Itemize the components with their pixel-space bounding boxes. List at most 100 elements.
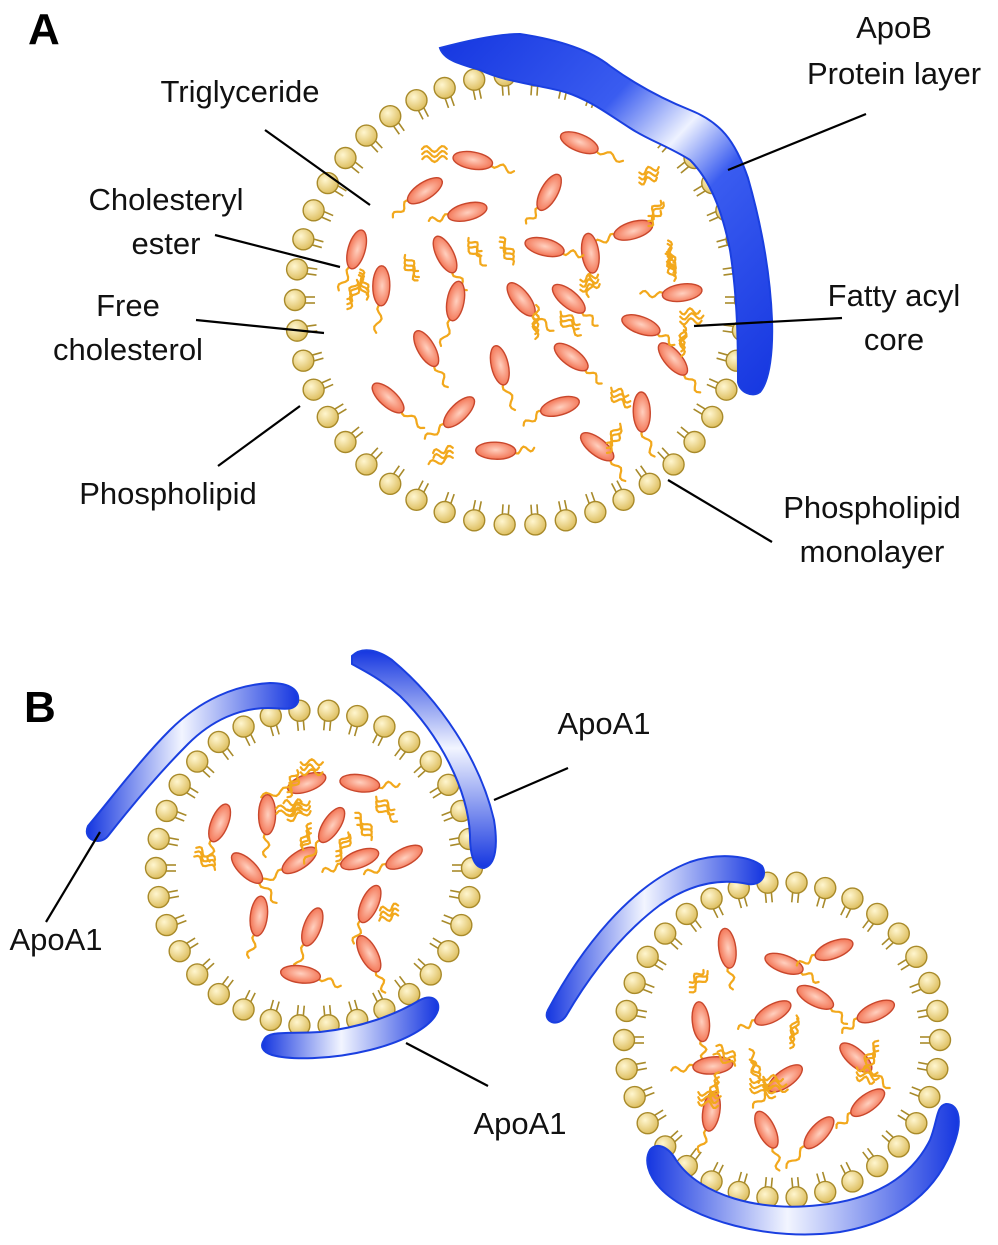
phospholipid <box>207 975 234 1006</box>
phospholipid <box>463 499 486 532</box>
fatty-acid-tail <box>855 1075 876 1085</box>
lipid-molecule <box>522 395 580 427</box>
phospholipid <box>413 750 442 778</box>
fatty-acid-tail <box>286 800 311 813</box>
fatty-acid-tail <box>421 154 448 164</box>
label-phospholipid: Phospholipid <box>79 476 257 511</box>
fatty-acid-tail <box>346 286 361 311</box>
lipid-molecule <box>717 927 737 991</box>
phospholipid <box>700 887 724 919</box>
leader-phospholipid <box>217 405 301 467</box>
lipid-molecule <box>785 1116 835 1169</box>
label-triglyceride: Triglyceride <box>160 74 319 109</box>
apoa1-band-right-top <box>545 855 766 1024</box>
phospholipid <box>292 228 324 251</box>
phospholipid <box>693 403 724 429</box>
phospholipid <box>346 704 369 737</box>
lipid-molecule <box>279 964 342 989</box>
fatty-acid-tail <box>286 805 312 818</box>
lipid-molecule <box>737 1000 792 1030</box>
fatty-acid-tail <box>467 246 488 267</box>
phospholipid <box>405 89 430 120</box>
fatty-acid-tail <box>666 242 677 269</box>
lipid-molecule <box>657 342 702 394</box>
fatty-acid-tail <box>683 371 702 394</box>
fatty-acid-tail <box>855 1071 880 1081</box>
phospholipid <box>186 958 215 986</box>
fatty-acid-tail <box>664 252 677 277</box>
phospholipid <box>463 68 486 101</box>
phospholipid <box>429 937 460 963</box>
fatty-acid-tail <box>373 302 383 334</box>
fatty-acid-tail <box>679 317 703 326</box>
phospholipid <box>168 773 199 799</box>
fatty-acid-tail <box>771 1144 782 1172</box>
phospholipid <box>283 288 315 312</box>
fatty-acid-tail <box>206 838 216 863</box>
fatty-acid-tail <box>403 263 419 282</box>
lipid-molecule <box>796 984 849 1025</box>
fatty-acid-tail <box>679 311 705 321</box>
leader-triglyceride <box>264 129 371 206</box>
fatty-acid-tail <box>375 795 396 812</box>
phospholipid <box>706 378 738 401</box>
fatty-acid-tail <box>194 850 217 866</box>
fatty-acid-tail <box>432 444 454 455</box>
phospholipid <box>372 715 396 747</box>
leader-apoa1-left <box>45 831 101 923</box>
fatty-acid-tail <box>670 1063 696 1073</box>
phospholipid <box>676 426 706 454</box>
fatty-acid-tail <box>531 313 540 341</box>
fatty-acid-tail <box>302 839 323 865</box>
fatty-acid-tail <box>726 965 736 991</box>
fatty-acid-tail <box>785 1144 808 1169</box>
lipid-molecule <box>841 999 896 1034</box>
lipid-molecule <box>691 1001 711 1061</box>
leader-apob <box>727 112 867 172</box>
phospholipid <box>909 971 941 995</box>
phospholipid <box>302 199 334 222</box>
fatty-acid-tail <box>512 445 536 455</box>
phospholipid <box>916 999 949 1023</box>
label-fatty-acyl-line1: Fatty acyl <box>828 278 961 313</box>
apoa1-band-top-left <box>85 681 300 842</box>
phospholipid <box>636 945 667 971</box>
fatty-acid-tail <box>560 249 585 259</box>
fatty-acid-tail <box>581 309 599 327</box>
lipid-molecule <box>795 938 854 967</box>
lipid-molecule <box>371 382 426 430</box>
fatty-acid-tail <box>594 148 625 164</box>
phospholipid <box>394 975 421 1006</box>
lipid-molecule <box>362 844 423 876</box>
fatty-acid-tail <box>378 912 400 923</box>
label-apoa1-bottom: ApoA1 <box>473 1106 566 1141</box>
lipid-molecule <box>391 177 443 219</box>
fatty-acid-tail <box>697 1099 720 1109</box>
fatty-acid-tail <box>609 456 627 483</box>
fatty-acid-tail <box>193 854 217 871</box>
lipid-molecule <box>632 391 656 458</box>
lipid-molecule <box>553 342 603 385</box>
fatty-acid-tail <box>749 1077 775 1089</box>
phospholipid <box>441 913 473 937</box>
lipid-molecule <box>579 431 627 483</box>
phospholipid <box>285 258 318 281</box>
lipid-molecule <box>580 232 600 299</box>
phospholipid <box>615 999 648 1023</box>
fatty-acid-tail <box>841 1017 861 1034</box>
phospholipid <box>207 730 234 761</box>
fatty-acid-tail <box>258 879 278 904</box>
phospholipid <box>610 480 635 511</box>
phospholipid <box>814 876 837 909</box>
lipid-molecule <box>489 345 517 412</box>
phospholipid <box>429 773 460 799</box>
leader-lines <box>45 112 867 1087</box>
phospholipid <box>433 76 456 109</box>
phospholipid <box>881 922 910 950</box>
lipid-molecule <box>230 852 278 904</box>
label-apob-line2: Protein layer <box>807 56 981 91</box>
fatty-acid-tail <box>427 454 454 466</box>
lipid-molecule <box>621 314 676 347</box>
label-monolayer-line1: Phospholipid <box>783 490 961 525</box>
leader-apoa1-right <box>493 766 569 802</box>
